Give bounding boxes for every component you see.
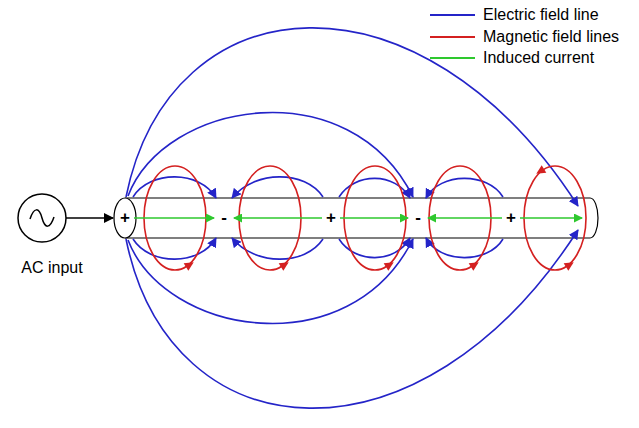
sine-symbol (30, 210, 54, 226)
legend-swatch-line (430, 57, 475, 59)
legend-text: Induced current (483, 48, 594, 68)
charge-sign: - (221, 208, 227, 228)
charge-sign: + (506, 208, 516, 228)
magnetic-arrowhead (469, 259, 481, 271)
electric-field-line (126, 230, 578, 408)
legend-text: Magnetic field lines (483, 27, 619, 47)
current-arrow (234, 217, 322, 219)
conductor-outline (125, 197, 590, 198)
conductor-outline (125, 237, 590, 238)
current-arrow (520, 217, 582, 219)
magnetic-arrowhead (384, 259, 396, 271)
current-arrow (428, 217, 502, 219)
conductor-end (590, 198, 598, 238)
electric-field-line (128, 239, 413, 323)
legend-swatch-line (430, 36, 475, 38)
legend-swatch-line (430, 14, 475, 16)
electric-field-line (128, 113, 413, 197)
source-label: AC input (21, 258, 82, 278)
current-arrow (340, 217, 408, 219)
magnetic-arrowhead (279, 259, 291, 271)
magnetic-arrowhead (534, 165, 546, 177)
ac-source-symbol (18, 194, 66, 242)
legend-text: Electric field line (483, 5, 599, 25)
magnetic-arrowhead (184, 259, 196, 271)
current-arrow (134, 217, 214, 219)
feed-arrow (66, 217, 113, 219)
conductor-end (114, 198, 136, 238)
charge-sign: - (415, 208, 421, 228)
charge-sign: + (120, 208, 130, 228)
magnetic-arrowhead (564, 259, 576, 271)
charge-sign: + (326, 208, 336, 228)
